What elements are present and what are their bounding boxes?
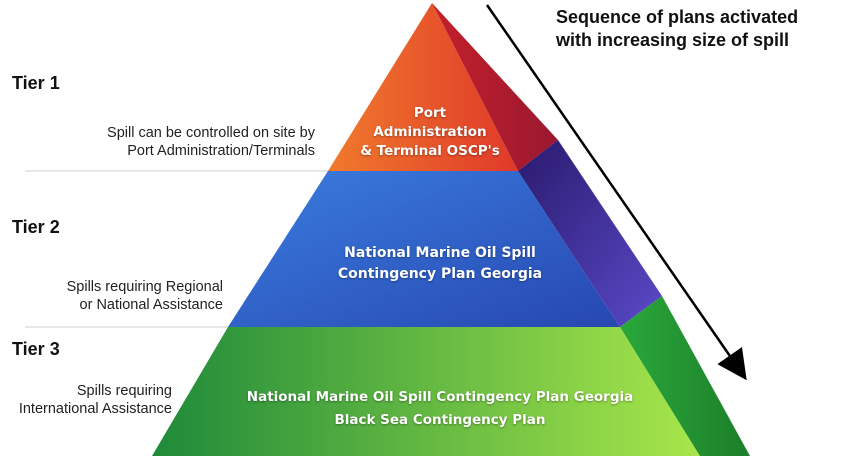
- tier1-plan-line: & Terminal OSCP's: [360, 143, 500, 159]
- tier2-plan-line: National Marine Oil Spill: [344, 245, 536, 261]
- tier2-plan-line: Contingency Plan Georgia: [337, 266, 543, 282]
- tier3-front-face: [152, 327, 700, 456]
- tier3-plan-line: Black Sea Contingency Plan: [334, 412, 546, 428]
- sequence-title-line: Sequence of plans activated: [556, 7, 799, 27]
- tier1-plan-line: Administration: [373, 124, 487, 140]
- tier1-side-face: [432, 3, 558, 171]
- tier2-front-face: [228, 171, 620, 327]
- tier1-plan-text: Port Administration & Terminal OSCP's: [335, 104, 525, 161]
- tier2-side-face: [518, 140, 662, 327]
- tier1-description-line: Port Administration/Terminals: [127, 143, 315, 159]
- tier2-description-line: or National Assistance: [79, 297, 223, 313]
- sequence-title: Sequence of plans activated with increas…: [556, 6, 841, 52]
- tier2-label: Tier 2: [12, 217, 60, 237]
- tier2-plan-text: National Marine Oil Spill Contingency Pl…: [290, 243, 590, 285]
- tier1-plan-line: Port: [413, 105, 447, 121]
- tier3-plan-text: National Marine Oil Spill Contingency Pl…: [190, 386, 690, 432]
- sequence-arrow: [485, 4, 747, 381]
- tier3-side-face: [620, 296, 750, 456]
- tier1-description: Spill can be controlled on site by Port …: [20, 124, 315, 160]
- tier3-label: Tier 3: [12, 339, 60, 359]
- tier1-front-face: [328, 3, 518, 171]
- tier3-description-line: Spills requiring: [76, 383, 172, 399]
- tier2-description: Spills requiring Regional or National As…: [20, 278, 223, 314]
- sequence-title-line: with increasing size of spill: [556, 30, 790, 50]
- tier1-description-line: Spill can be controlled on site by: [107, 125, 315, 141]
- tier3-description: Spills requiring International Assistanc…: [0, 382, 172, 418]
- tier3-description-line: International Assistance: [18, 401, 172, 417]
- tier3-plan-line: National Marine Oil Spill Contingency Pl…: [246, 389, 634, 405]
- tier1-label: Tier 1: [12, 73, 60, 93]
- tier2-description-line: Spills requiring Regional: [66, 279, 223, 295]
